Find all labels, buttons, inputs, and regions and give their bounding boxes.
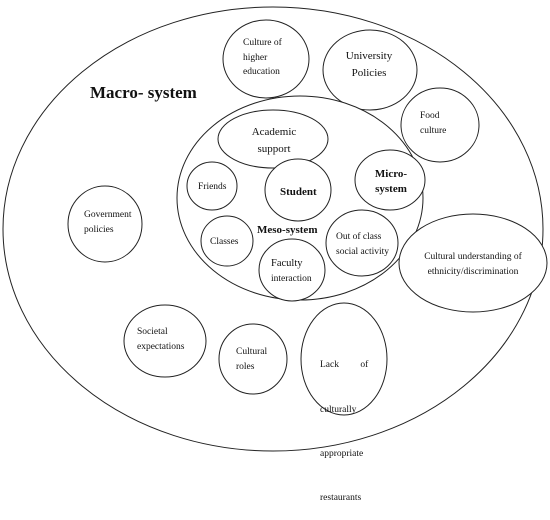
university-policies-circle [322, 29, 418, 111]
ecological-systems-diagram [2, 6, 548, 452]
university-policies-label: University Policies [345, 50, 393, 80]
student-circle [264, 158, 332, 222]
government-policies-label: Government policies [84, 210, 132, 235]
faculty-interaction-circle [258, 238, 326, 302]
macro-system-label: Macro- system [90, 83, 197, 102]
out-of-class-label: Out of class social activity [336, 232, 390, 257]
meso-system-label: Meso-system [257, 224, 318, 236]
classes-circle [200, 215, 254, 267]
food-culture-label: Food culture [420, 111, 447, 136]
culture-higher-education-circle [222, 19, 310, 99]
culture-higher-education-label: Culture of higher education [243, 38, 282, 78]
faculty-interaction-label: Faculty interaction [271, 258, 312, 285]
student-label: Student [280, 186, 317, 198]
lack-restaurants-circle [300, 302, 388, 416]
friends-circle [186, 161, 238, 211]
academic-support-label: Academic support [251, 126, 297, 156]
out-of-class-circle [325, 209, 399, 277]
food-culture-circle [400, 87, 480, 163]
societal-expectations-label: Societal expectations [137, 327, 185, 352]
cultural-roles-label: Cultural roles [236, 347, 268, 372]
lack-restaurants-label: Lack of culturally appropriate restauran… [320, 360, 369, 503]
classes-label: Classes [210, 237, 239, 247]
government-policies-circle [67, 185, 143, 263]
societal-expectations-circle [123, 304, 207, 378]
friends-label: Friends [198, 182, 227, 192]
cultural-roles-circle [218, 323, 288, 395]
micro-system-label: Micro- system [374, 168, 408, 195]
micro-system-circle [354, 149, 426, 211]
cultural-understanding-circle [398, 213, 548, 313]
academic-support-circle [217, 109, 329, 169]
cultural-understanding-label: Cultural understanding of ethnicity/disc… [424, 252, 522, 277]
